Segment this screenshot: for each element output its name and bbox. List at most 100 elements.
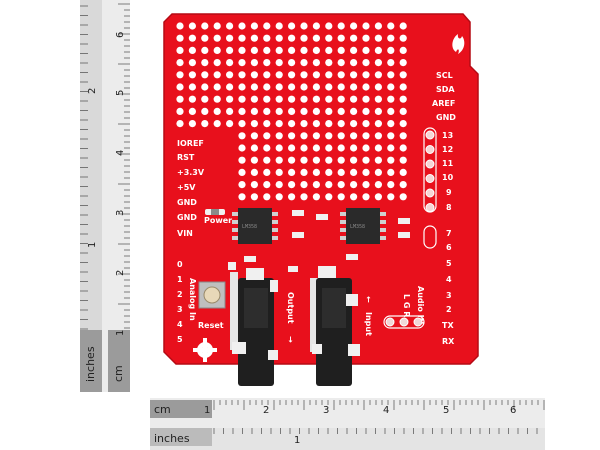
bottom-ruler-inches-label: inches — [154, 432, 190, 445]
input-jack-face — [322, 288, 346, 328]
proto-hole — [288, 120, 296, 128]
proto-hole — [399, 156, 407, 164]
proto-hole — [350, 95, 358, 103]
chip-left-pin — [232, 236, 240, 240]
label-ioref: IOREF — [177, 139, 204, 148]
chip-right-mark: LM358 — [350, 224, 365, 230]
audio-in-pin — [399, 317, 409, 327]
smd-resistor — [292, 210, 304, 216]
output-jack-pin — [268, 350, 278, 360]
chip-right-pin — [378, 228, 386, 232]
proto-hole — [337, 144, 345, 152]
proto-hole — [176, 107, 184, 115]
left-ruler-inches-label: inches — [84, 346, 97, 382]
input-arrow-icon: ← — [364, 296, 373, 303]
proto-hole — [374, 156, 382, 164]
proto-hole — [362, 95, 370, 103]
output-jack-pin — [246, 268, 264, 280]
proto-hole — [362, 71, 370, 79]
label-a2: 2 — [177, 290, 183, 299]
gear-logo-icon — [193, 338, 217, 362]
proto-hole — [238, 107, 246, 115]
proto-hole — [238, 181, 246, 189]
label-sda: SDA — [436, 85, 455, 94]
proto-hole — [275, 22, 283, 30]
header-pin — [425, 159, 435, 169]
header-pin — [425, 145, 435, 154]
pcb-board: SCL SDA AREF GND 13 12 11 10 9 8 7 6 5 4… — [163, 13, 479, 386]
proto-hole — [312, 181, 320, 189]
proto-hole — [250, 22, 258, 30]
proto-hole — [312, 144, 320, 152]
label-tx: TX — [442, 321, 454, 330]
label-d3: 3 — [446, 291, 452, 300]
proto-hole — [362, 59, 370, 67]
proto-hole — [263, 95, 271, 103]
proto-hole — [250, 34, 258, 42]
bottom-ruler-cm-1: 1 — [204, 405, 210, 416]
proto-hole — [399, 193, 407, 201]
proto-hole — [325, 46, 333, 55]
bottom-ruler-inch-1: 1 — [294, 435, 300, 446]
label-d8: 8 — [446, 203, 452, 212]
proto-hole — [238, 95, 246, 103]
label-a4: 4 — [177, 320, 183, 329]
bottom-ruler-cm-4: 4 — [383, 405, 389, 416]
label-gnd-1: GND — [177, 198, 197, 207]
smd-resistor — [316, 214, 328, 220]
left-ruler-inch-1: 1 — [87, 242, 98, 248]
proto-hole — [312, 132, 320, 140]
proto-hole — [337, 46, 345, 55]
proto-hole — [387, 168, 395, 176]
proto-hole — [337, 132, 345, 140]
proto-hole — [387, 193, 395, 201]
left-ruler-cm-2: 2 — [115, 270, 126, 276]
input-jack-bracket — [310, 278, 318, 352]
proto-hole — [337, 193, 345, 201]
proto-hole — [325, 95, 333, 103]
proto-hole — [362, 22, 370, 30]
proto-hole — [288, 181, 296, 189]
proto-hole — [263, 193, 271, 201]
chip-left-pin — [270, 212, 278, 216]
proto-hole — [275, 120, 283, 128]
smd-resistor — [292, 232, 304, 238]
output-arrow-icon: → — [286, 336, 295, 343]
proto-hole — [288, 95, 296, 103]
output-jack-face — [244, 288, 268, 328]
proto-hole — [176, 59, 184, 67]
chip-left-pin — [270, 220, 278, 224]
proto-hole — [263, 107, 271, 115]
proto-hole — [288, 193, 296, 201]
proto-hole — [263, 22, 271, 30]
proto-hole — [300, 34, 308, 42]
left-ruler-cm-band — [108, 330, 130, 392]
proto-hole — [238, 193, 246, 201]
proto-hole — [312, 120, 320, 128]
proto-hole — [201, 22, 209, 30]
jack-labels: Output → ← Input L G R Audio IN — [286, 286, 425, 343]
proto-hole — [213, 46, 221, 55]
input-audio-jack — [310, 266, 360, 386]
proto-hole — [213, 22, 221, 30]
proto-hole — [387, 46, 395, 55]
proto-hole — [325, 120, 333, 128]
proto-hole — [374, 132, 382, 140]
label-a5: 5 — [177, 335, 183, 344]
proto-hole — [312, 71, 320, 79]
label-5v: +5V — [177, 183, 196, 192]
proto-hole — [250, 95, 258, 103]
proto-hole — [362, 83, 370, 91]
proto-hole — [337, 95, 345, 103]
bottom-ruler-cm-6: 6 — [510, 405, 516, 416]
chip-left-pin — [232, 220, 240, 224]
proto-hole — [188, 34, 196, 42]
proto-hole — [176, 83, 184, 91]
proto-hole — [387, 22, 395, 30]
label-rx: RX — [442, 337, 455, 346]
proto-hole — [288, 107, 296, 115]
proto-hole — [300, 144, 308, 152]
proto-hole — [238, 168, 246, 176]
proto-hole — [288, 59, 296, 67]
proto-hole — [201, 59, 209, 67]
